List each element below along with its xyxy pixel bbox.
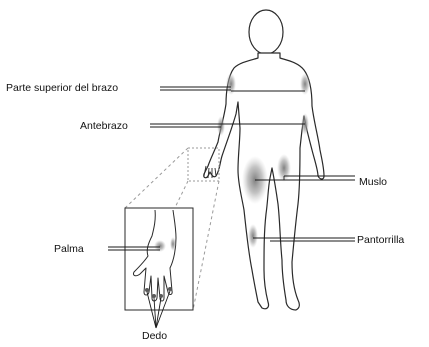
label-calf: Pantorrilla (357, 234, 404, 246)
label-upper-arm: Parte superior del brazo (6, 82, 118, 94)
site-palm-inset-edge (170, 237, 176, 251)
site-finger-1 (145, 288, 149, 292)
label-palm: Palma (54, 243, 84, 255)
site-finger-2 (152, 294, 156, 298)
label-forearm: Antebrazo (80, 120, 128, 132)
label-thigh: Muslo (359, 176, 387, 188)
head (249, 10, 283, 54)
site-calf-left (248, 224, 258, 248)
site-upper-arm-right (300, 73, 310, 95)
zoom-guide-right (193, 181, 219, 310)
human-body-outline (204, 10, 324, 310)
zoom-guide-left (125, 148, 188, 208)
site-finger-3 (159, 294, 163, 298)
label-finger: Dedo (142, 330, 167, 342)
leader-calf (253, 238, 355, 241)
site-upper-arm-left (226, 73, 236, 95)
site-forearm-left (217, 116, 225, 136)
site-finger-4 (168, 287, 172, 291)
hand-inset (125, 208, 193, 310)
